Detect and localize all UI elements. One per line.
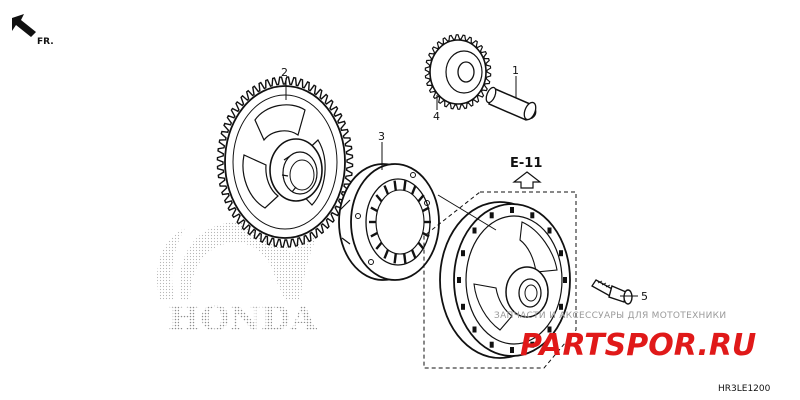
clutch-roller xyxy=(370,206,378,213)
flywheel-hole xyxy=(510,347,514,353)
flywheel-hole xyxy=(559,303,563,310)
part-2-starter-driven-gear xyxy=(216,76,354,248)
up-arrow-icon xyxy=(512,171,542,189)
honda-wordmark-watermark: HONDA xyxy=(168,299,317,339)
clutch-roller xyxy=(383,185,390,195)
reference-label: E-11 xyxy=(510,156,542,171)
clutch-roller xyxy=(393,180,397,191)
flywheel-hole xyxy=(461,303,465,310)
flywheel-hole xyxy=(563,277,567,283)
leader-lines xyxy=(285,76,638,297)
flywheel-hole xyxy=(530,341,535,348)
clutch-roller xyxy=(383,249,390,259)
flywheel-hole xyxy=(559,250,563,257)
clutch-roller xyxy=(422,231,430,238)
direction-arrow-icon xyxy=(12,14,36,37)
callout-3: 3 xyxy=(378,130,385,143)
flywheel-hole xyxy=(547,326,552,333)
part-4-starter-idle-gear xyxy=(424,34,492,110)
shop-watermark: ЗАПЧАСТИ И АКСЕССУАРЫ ДЛЯ МОТОТЕХНИКИ PA… xyxy=(494,311,756,363)
callout-5: 5 xyxy=(641,290,648,303)
front-direction-indicator: FR. xyxy=(12,14,54,47)
flywheel-hole xyxy=(461,250,465,257)
clutch-roller xyxy=(410,185,417,195)
clutch-roller xyxy=(375,194,383,203)
clutch-roller xyxy=(410,249,417,259)
flywheel-hole xyxy=(457,277,461,283)
clutch-roller xyxy=(417,241,425,250)
part-1-idle-gear-shaft xyxy=(485,86,537,121)
direction-label: FR. xyxy=(37,37,54,47)
flywheel-reference-part xyxy=(439,201,571,359)
shop-logo: PARTSPOR.RU xyxy=(520,328,756,363)
clutch-roller xyxy=(370,231,378,238)
clutch-roller xyxy=(403,180,407,191)
flywheel-hole xyxy=(472,326,477,333)
clutch-roller xyxy=(417,194,425,203)
flywheel-hole xyxy=(489,212,494,219)
part-3-one-way-clutch xyxy=(338,163,440,281)
flywheel-hole xyxy=(489,341,494,348)
honda-wordmark: HONDA xyxy=(168,299,317,339)
flywheel-hole xyxy=(472,227,477,234)
clutch-roller xyxy=(422,206,430,213)
diagram-code: HR3LE1200 xyxy=(718,384,771,394)
honda-wing-watermark xyxy=(157,222,318,300)
reference-assembly-box xyxy=(423,191,577,369)
flywheel-hole xyxy=(510,207,514,213)
callout-1: 1 xyxy=(512,64,519,77)
flywheel-hole xyxy=(530,212,535,219)
callout-2: 2 xyxy=(281,66,288,79)
clutch-roller xyxy=(393,253,397,264)
flywheel-bolt-holes xyxy=(457,207,567,353)
part-5-flange-bolt xyxy=(591,279,633,305)
clutch-roller xyxy=(403,253,407,264)
callout-4: 4 xyxy=(433,110,440,123)
reference-arrow xyxy=(512,171,542,189)
clutch-rollers xyxy=(369,180,431,264)
flywheel-hole xyxy=(547,227,552,234)
clutch-roller xyxy=(375,241,383,250)
shop-tagline: ЗАПЧАСТИ И АКСЕССУАРЫ ДЛЯ МОТОТЕХНИКИ xyxy=(494,311,726,321)
